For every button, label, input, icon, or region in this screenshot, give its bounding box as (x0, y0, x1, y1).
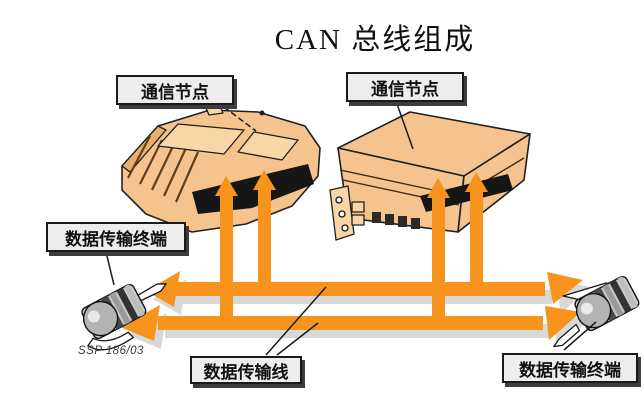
leader-lines (105, 103, 597, 356)
callout-data-terminal-left-text: 数据传输终端 (65, 229, 167, 249)
callout-data-line-text: 数据传输线 (203, 362, 289, 382)
terminating-resistor-right (553, 275, 640, 348)
ecu-right-illustration (329, 111, 531, 241)
callout-data-terminal-right-text: 数据传输终端 (519, 360, 621, 380)
callout-comm-node-right-text: 通信节点 (371, 79, 439, 99)
terminating-resistor-left (81, 283, 167, 351)
callout-comm-node-left-text: 通信节点 (141, 82, 209, 102)
bus-line-bottom (120, 305, 581, 341)
callout-data-terminal-right: 数据传输终端 (502, 353, 638, 383)
ssp-caption: SSP 186/03 (78, 345, 144, 357)
callout-data-terminal-left: 数据传输终端 (46, 222, 186, 252)
diagram-title: CAN 总线组成 (274, 24, 476, 56)
callout-data-line: 数据传输线 (190, 356, 302, 384)
callout-comm-node-left: 通信节点 (116, 75, 234, 105)
callout-comm-node-right: 通信节点 (346, 72, 464, 102)
